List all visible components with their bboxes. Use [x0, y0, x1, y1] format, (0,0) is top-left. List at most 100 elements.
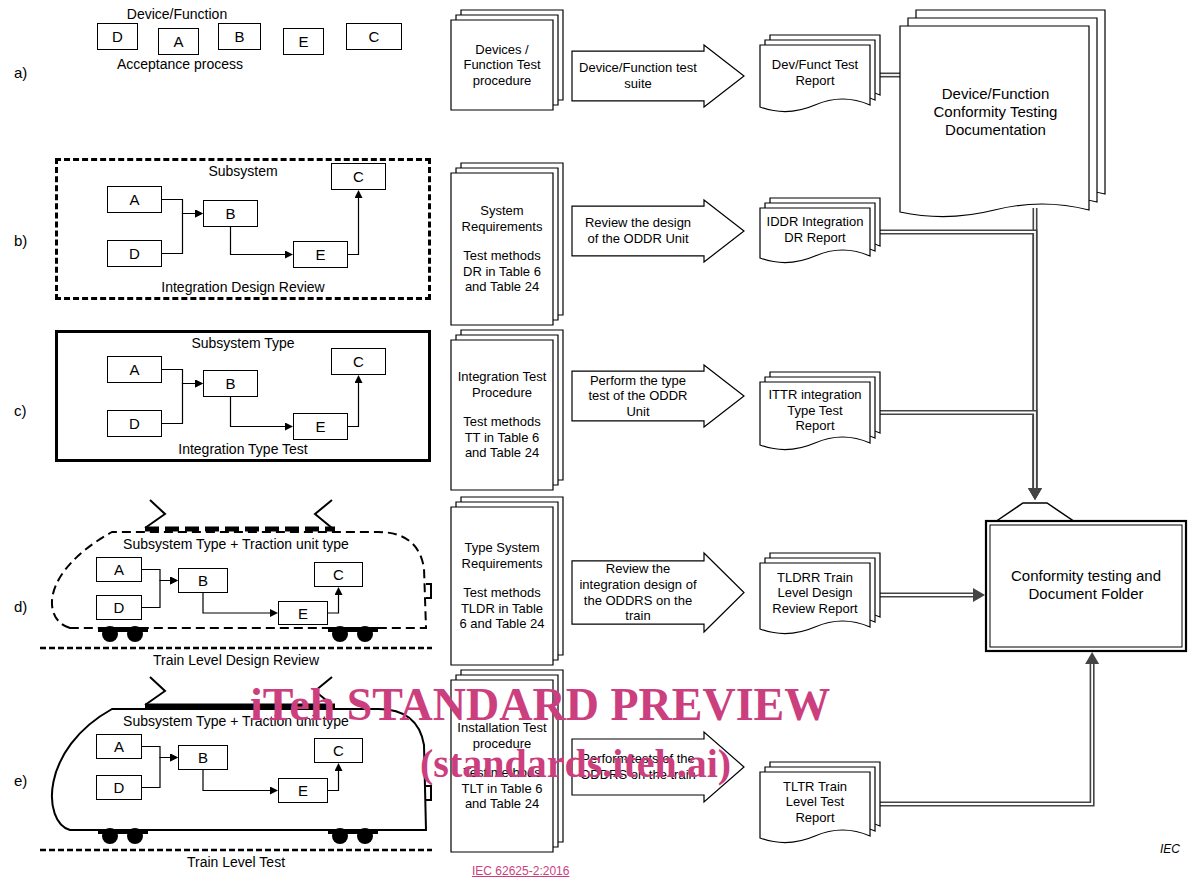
watermark: (standards.iteh.ai)	[420, 744, 731, 784]
arrow-shape	[572, 200, 744, 262]
letter-box: C	[331, 348, 386, 375]
coupler	[426, 584, 431, 598]
container-label: Integration Design Review	[58, 279, 428, 295]
connector-line	[231, 227, 286, 255]
connector	[880, 595, 973, 596]
letter-box: A	[96, 557, 142, 582]
text-area: D	[99, 776, 139, 799]
wheel	[102, 828, 118, 844]
text-area: E	[281, 779, 325, 802]
connector	[203, 770, 270, 791]
wheel	[332, 626, 348, 642]
box-letter: E	[298, 606, 308, 621]
text-area: Dev/Funct Test Report	[766, 49, 864, 97]
letter-box: D	[107, 240, 162, 267]
text-area: C	[349, 24, 399, 49]
box-text: Device/Function test suite	[578, 60, 698, 91]
connector	[328, 771, 339, 791]
connector-line	[203, 770, 270, 791]
figure-mark: IEC	[1160, 842, 1180, 856]
wheel	[127, 626, 143, 642]
folder-border	[986, 521, 1186, 651]
box-letter: D	[129, 416, 140, 431]
text-area: D	[110, 411, 159, 436]
connector	[162, 200, 195, 214]
connector	[880, 664, 1092, 804]
process-arrow: Perform the type test of the ODDR Unit	[572, 365, 744, 427]
connector	[203, 593, 270, 613]
text-area: Conformity testing and Document Folder	[995, 526, 1177, 644]
text-area: Device/Function test suite	[578, 53, 698, 99]
box-letter: D	[112, 29, 123, 44]
connector-line-inner	[880, 232, 1035, 488]
box-letter: C	[369, 29, 380, 44]
text-area: Review the design of the ODDR Unit	[578, 208, 698, 254]
connector	[142, 758, 170, 788]
wheel	[127, 828, 143, 844]
coupler	[426, 786, 431, 800]
track	[40, 647, 432, 650]
connector-line	[162, 214, 195, 254]
letter-box: E	[278, 601, 328, 625]
folder-tab	[995, 503, 1075, 522]
document-stack: System RequirementsTest methods DR in Ta…	[451, 163, 563, 325]
text-area: System RequirementsTest methods DR in Ta…	[457, 179, 547, 319]
row-letter: a)	[14, 64, 27, 81]
text-area: E	[296, 414, 345, 439]
connector-line	[162, 200, 195, 214]
text-area: B	[181, 569, 225, 592]
text-area: ITTR integration Type Test Report	[766, 386, 864, 435]
page-outline	[900, 26, 1089, 217]
text-area: C	[334, 349, 383, 374]
connector-line	[880, 664, 1092, 804]
watermark: iTeh STANDARD PREVIEW	[250, 682, 830, 728]
letter-box: A	[107, 186, 162, 213]
box-text: Integration Test Procedure	[457, 369, 547, 400]
box-letter: A	[129, 192, 139, 207]
connector-line	[231, 397, 286, 427]
train-outline: Subsystem Type + Traction unit typeTrain…	[40, 498, 432, 670]
text-area: A	[99, 558, 139, 581]
connector-line	[142, 570, 170, 581]
box-text: Review the design of the ODDR Unit	[578, 215, 698, 246]
letter-box: D	[97, 23, 138, 50]
standard-number: IEC 62625-2:2016	[472, 864, 569, 878]
connector-line	[162, 370, 195, 384]
page-outline	[760, 45, 870, 112]
text-area: E	[286, 29, 321, 54]
process-arrow: Review the integration design of the ODD…	[572, 553, 744, 632]
box-letter: B	[198, 573, 208, 588]
letter-box: D	[96, 775, 142, 800]
track	[40, 849, 432, 852]
connector	[142, 747, 170, 758]
text-area: D	[99, 596, 139, 619]
connector-line-inner	[880, 594, 973, 596]
page-outline	[451, 173, 553, 325]
report-stack: Dev/Funct Test Report	[760, 35, 880, 115]
text-area: B	[206, 371, 255, 396]
connector-line	[348, 383, 359, 427]
text-area: D	[100, 24, 135, 49]
container-label: Integration Type Test	[58, 441, 428, 457]
report-stack: TLDRR Train Level Design Review Report	[760, 553, 880, 637]
box-text: System Requirements	[457, 203, 547, 234]
connector	[880, 413, 1035, 489]
connector-line-inner	[880, 74, 900, 76]
text-area: D	[110, 241, 159, 266]
box-text: Test methods TLDR in Table 6 and Table 2…	[457, 585, 547, 632]
box-text: Test methods TT in Table 6 and Table 24	[457, 414, 547, 461]
connector-line	[328, 595, 339, 613]
arrow-shape	[572, 365, 744, 427]
page-outline	[760, 772, 870, 843]
box-text: TLDRR Train Level Design Review Report	[766, 570, 864, 617]
text-area: E	[296, 242, 345, 267]
connector	[162, 370, 195, 384]
container-label: Train Level Design Review	[40, 652, 432, 668]
text-area: A	[99, 735, 139, 758]
letter-box: B	[203, 200, 258, 227]
box-letter: C	[353, 169, 364, 184]
text-area: B	[221, 24, 258, 49]
process-arrow: Review the design of the ODDR Unit	[572, 200, 744, 262]
box-letter: B	[225, 206, 235, 221]
connector-line	[203, 593, 270, 613]
